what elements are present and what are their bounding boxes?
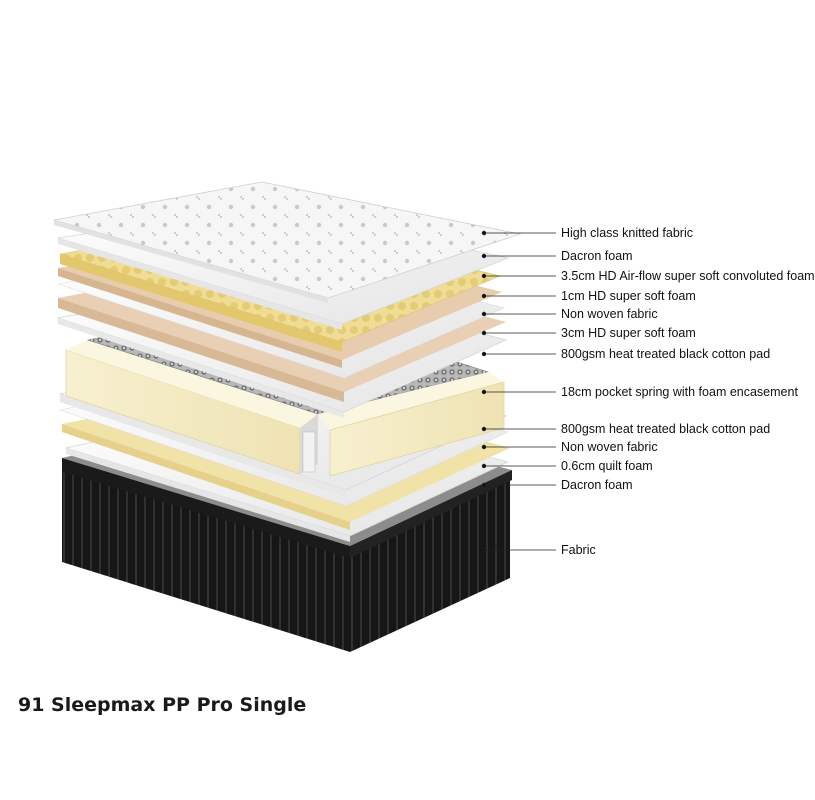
leader-lines [481, 230, 556, 553]
spring-right-encasement [329, 381, 505, 477]
spring-coil-cutaway [302, 431, 316, 473]
base-right-side [350, 478, 510, 652]
label-convoluted-foam: 3.5cm HD Air-flow super soft convoluted … [561, 269, 815, 283]
label-knitted-fabric: High class knitted fabric [561, 226, 694, 240]
label-1cm-foam: 1cm HD super soft foam [561, 289, 696, 303]
label-non-woven-bottom: Non woven fabric [561, 440, 658, 454]
label-dacron-foam-top: Dacron foam [561, 249, 633, 263]
label-dacron-foam-bottom: Dacron foam [561, 478, 633, 492]
product-title: 91 Sleepmax PP Pro Single [18, 694, 307, 716]
label-3cm-foam: 3cm HD super soft foam [561, 326, 696, 340]
label-cotton-pad-bottom: 800gsm heat treated black cotton pad [561, 422, 771, 436]
label-fabric: Fabric [561, 543, 596, 557]
layer-knitted-fabric [53, 181, 522, 303]
base-front-side [62, 470, 350, 652]
label-cotton-pad-top: 800gsm heat treated black cotton pad [561, 347, 771, 361]
label-pocket-spring: 18cm pocket spring with foam encasement [561, 385, 798, 399]
label-quilt-foam: 0.6cm quilt foam [561, 459, 653, 473]
label-non-woven-top: Non woven fabric [561, 307, 658, 321]
